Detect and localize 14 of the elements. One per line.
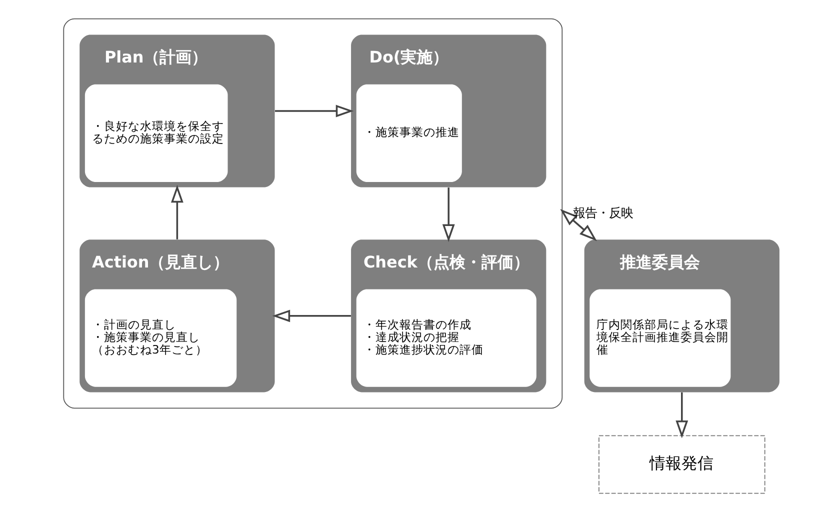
arrow — [272, 310, 350, 322]
arrow — [675, 392, 688, 438]
arrow — [170, 184, 183, 240]
arrow — [274, 104, 354, 118]
cluster — [62, 18, 562, 409]
node-box: 情報発信 — [598, 435, 765, 494]
node-box: Plan（計画） ・良好な水環境を保全するための施策事業の設定 — [79, 34, 274, 188]
node-box: Action（見直し） ・計画の見直し ・施策事業の見直し （おおむね3年ごと） — [79, 240, 274, 392]
node-box: 推進委員会 庁内関係部局による水環境保全計画推進委員会開催 — [584, 240, 779, 392]
arrow — [442, 188, 454, 242]
arrow — [560, 209, 596, 242]
node-box: Do(実施） ・施策事業の推進 — [350, 34, 546, 188]
edge-label: 報告・反映 — [572, 204, 632, 220]
node-box: Check（点検・評価） ・年次報告書の作成 ・達成状況の把握 ・施策進捗状況の評価 — [350, 240, 546, 392]
